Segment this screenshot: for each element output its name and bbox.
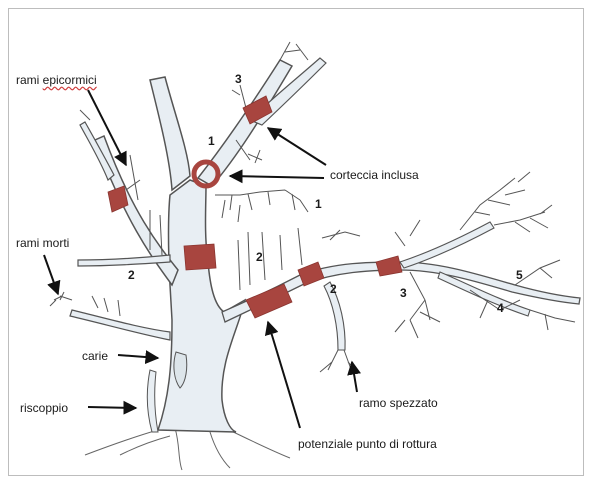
- arrow-corteccia-inclusa-upper: [268, 128, 326, 165]
- marker-1-right: 1: [315, 197, 322, 211]
- arrow-ramo-spezzato: [352, 362, 357, 392]
- arrow-potenziale-punto-di-rottura: [268, 322, 300, 428]
- label-corteccia-inclusa: corteccia inclusa: [330, 168, 419, 182]
- arrow-corteccia-inclusa-lower: [230, 176, 324, 178]
- water-sprout: [147, 370, 158, 432]
- label-rami-epicormici: rami epicormici: [16, 73, 97, 87]
- defect-rings: [108, 96, 402, 318]
- marker-2-left: 2: [128, 268, 135, 282]
- label-riscoppio: riscoppio: [20, 401, 68, 415]
- label-rami-epicormici-text: rami epicormici: [16, 73, 97, 87]
- label-potenziale-punto-di-rottura: potenziale punto di rottura: [298, 437, 437, 451]
- arrow-rami-morti: [44, 255, 58, 294]
- label-carie: carie: [82, 349, 108, 363]
- upper-right-stem: [198, 60, 292, 186]
- trunk: [158, 180, 245, 432]
- label-ramo-spezzato: ramo spezzato: [359, 396, 438, 410]
- central-leader: [150, 77, 190, 190]
- arrow-carie: [118, 355, 158, 358]
- label-rami-morti: rami morti: [16, 236, 69, 250]
- left-branch: [78, 255, 170, 266]
- marker-3-branch: 3: [400, 286, 407, 300]
- marker-2-center: 2: [256, 250, 263, 264]
- marker-4: 4: [497, 301, 504, 315]
- roots: [85, 428, 290, 470]
- marker-2-branch: 2: [330, 282, 337, 296]
- marker-1-fork: 1: [208, 134, 215, 148]
- arrow-riscoppio: [88, 407, 136, 408]
- marker-3-top: 3: [235, 72, 242, 86]
- marker-5: 5: [516, 268, 523, 282]
